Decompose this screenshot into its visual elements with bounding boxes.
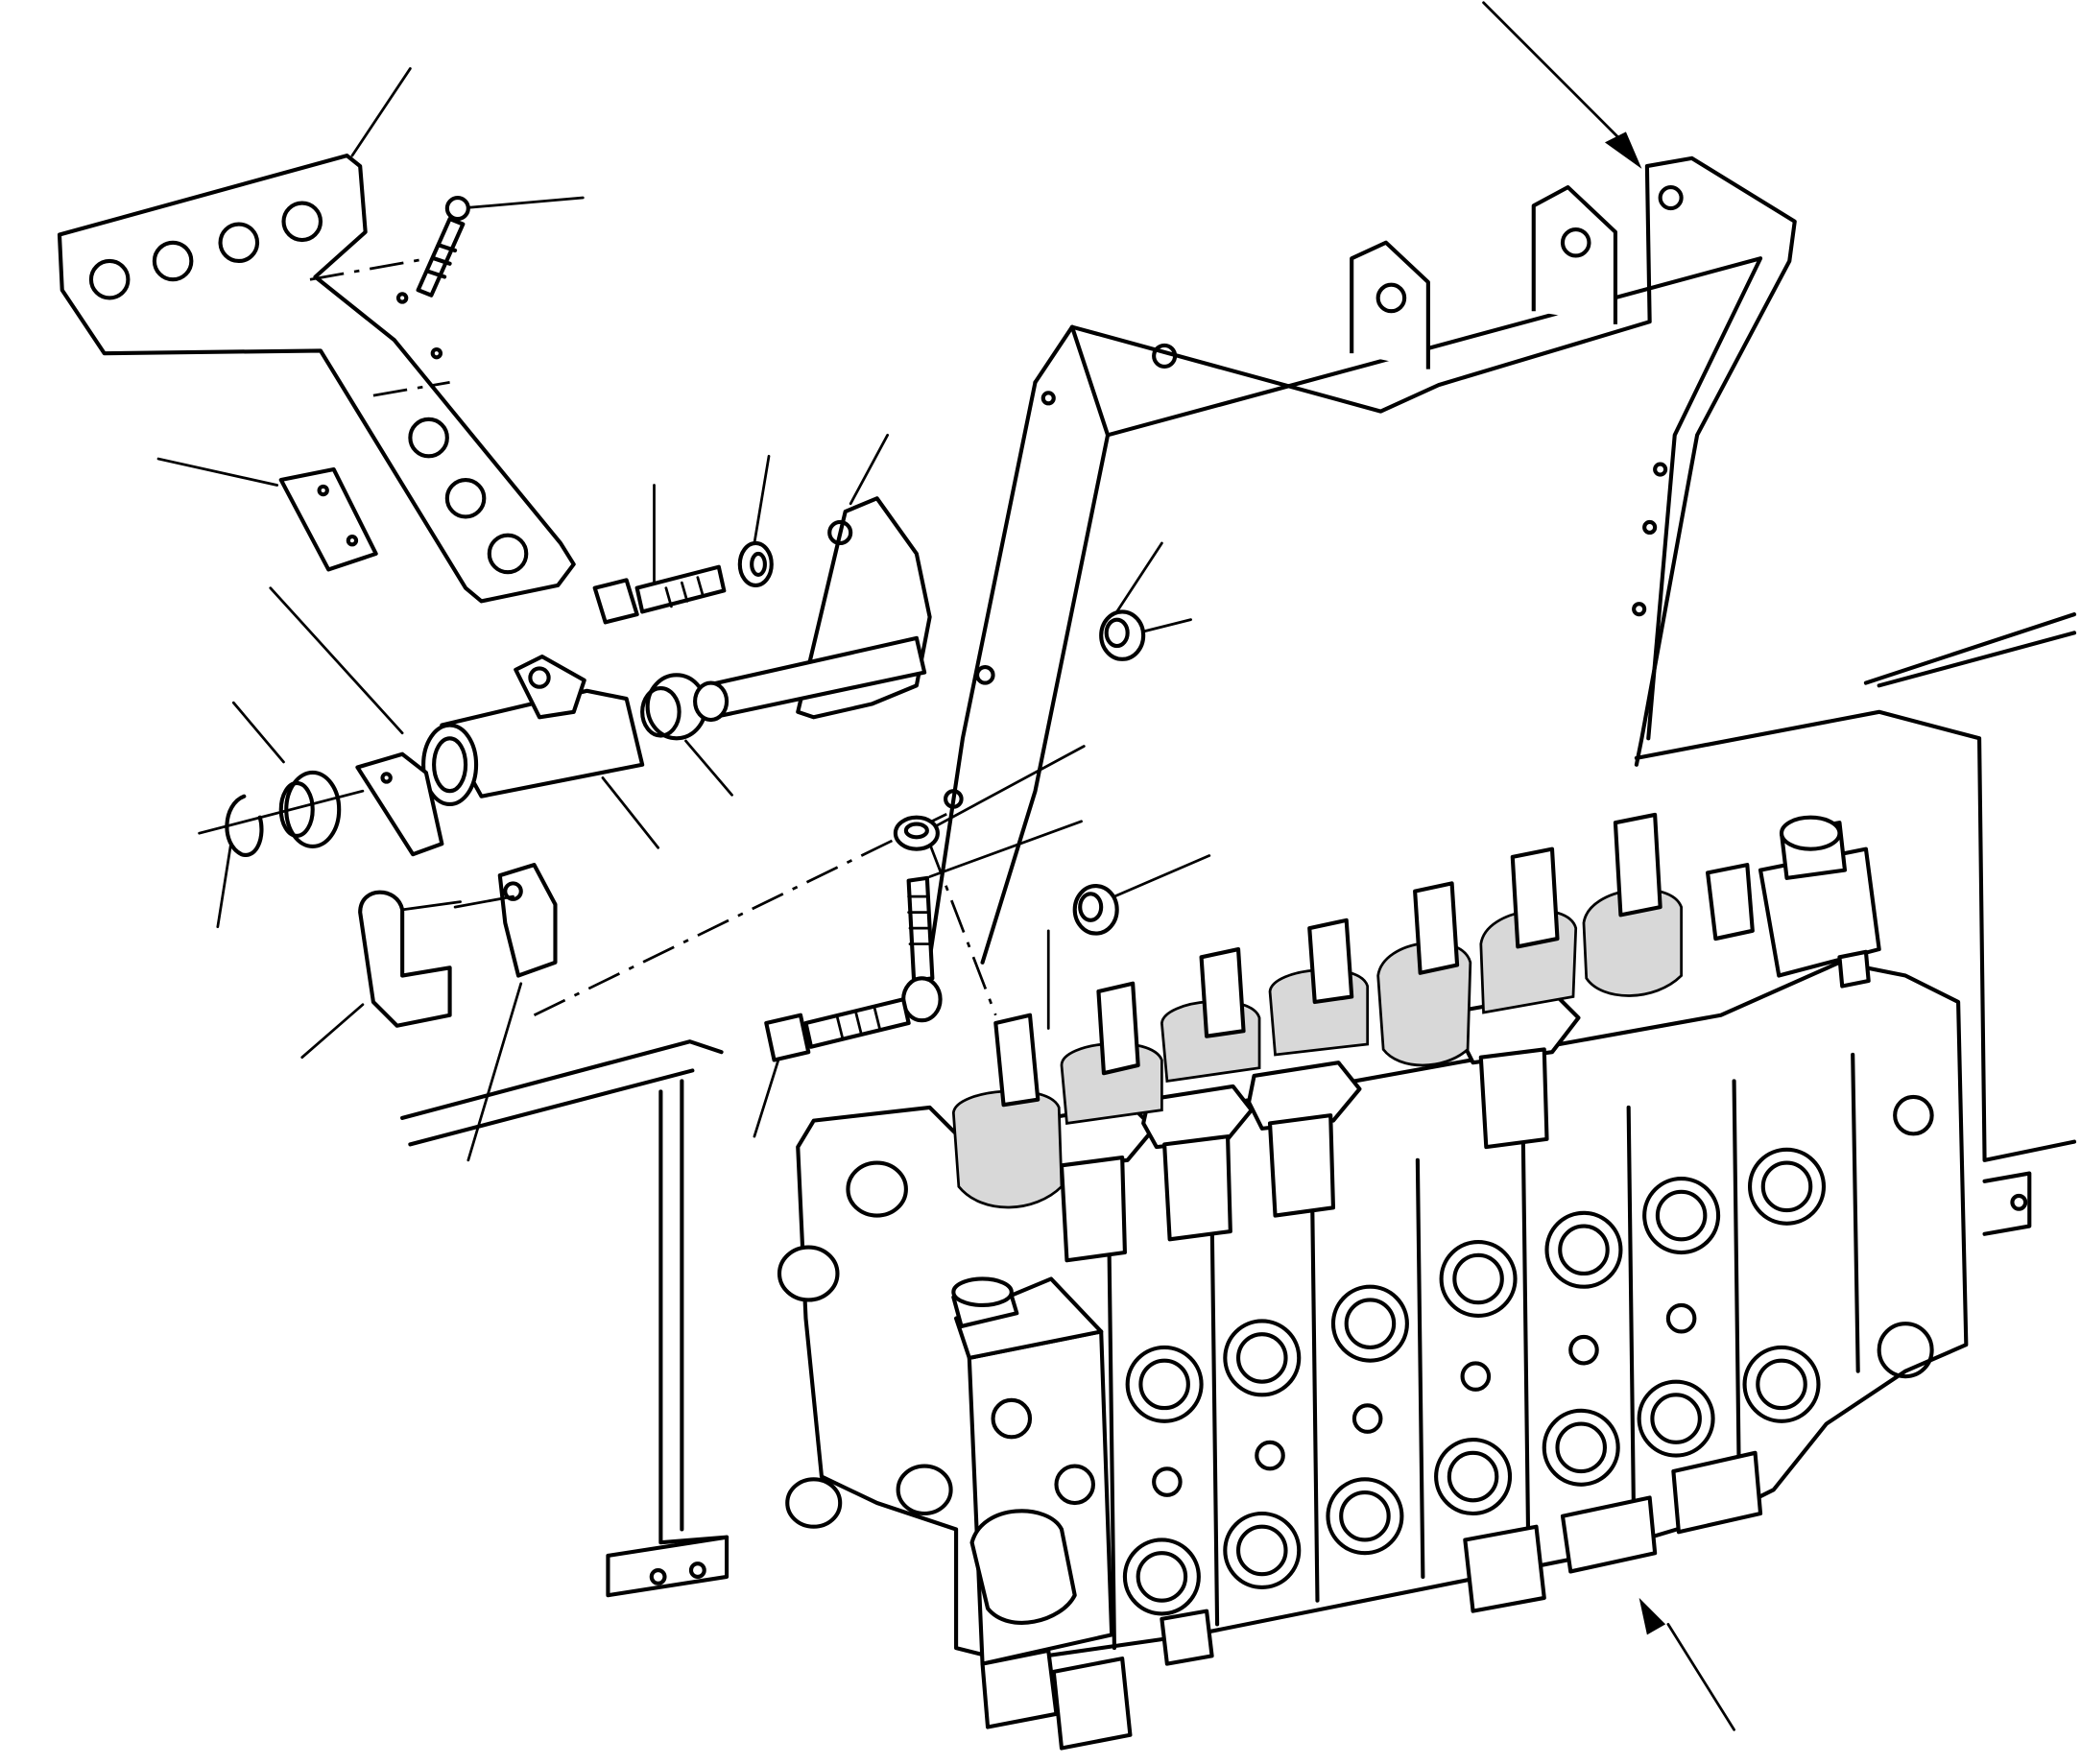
- relief-valve: [1706, 815, 1881, 989]
- valve-nut: [1046, 884, 1119, 1030]
- hex-bolt-upper: [592, 564, 727, 625]
- square-block: [269, 466, 404, 735]
- lever-plate: [57, 154, 576, 604]
- small-screw: [416, 195, 470, 298]
- clevis: [453, 863, 558, 978]
- bottom-fittings: [980, 1450, 1763, 1751]
- bracket-shaft: [693, 496, 932, 723]
- pivot-tube: [355, 655, 645, 857]
- lock-nut: [893, 815, 940, 851]
- hex-bolt-lower: [764, 997, 911, 1062]
- circlip: [198, 789, 365, 857]
- leader-lines: [156, 1, 1735, 1731]
- valve-ports: [1122, 1094, 1934, 1616]
- flat-washer: [737, 540, 774, 587]
- spool-levers: [951, 812, 1683, 1209]
- loader-frame: [400, 155, 2077, 1598]
- threaded-rod: [901, 875, 943, 1023]
- spring-clip: [358, 890, 462, 1028]
- control-valve-bank: [777, 812, 1969, 1751]
- frame-nut: [1099, 609, 1146, 661]
- bushing-left: [278, 770, 342, 848]
